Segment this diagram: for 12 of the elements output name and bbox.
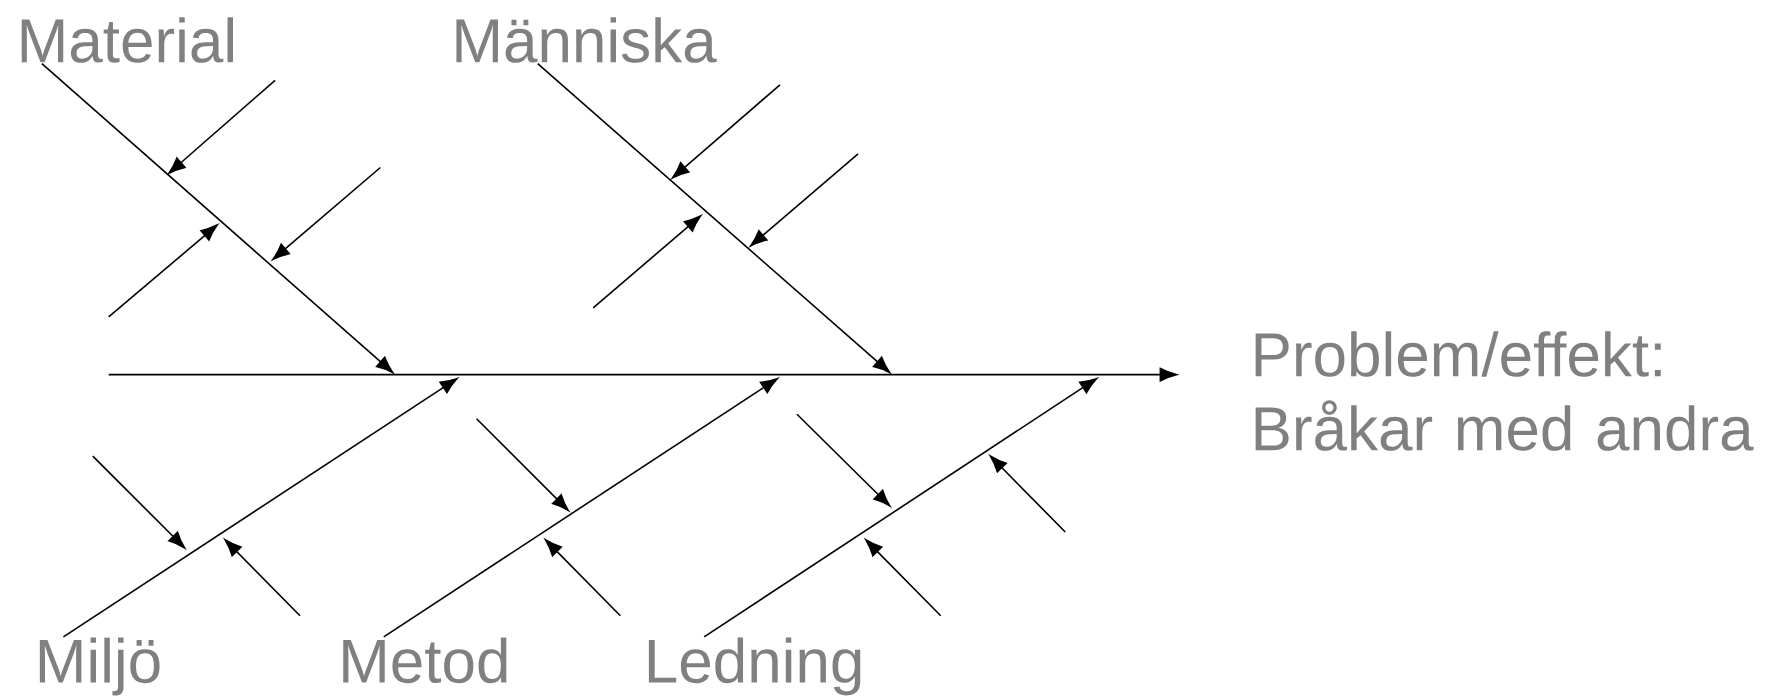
bone-arrow: [703, 377, 1098, 638]
category-label: Ledning: [648, 637, 861, 696]
bone-arrow: [41, 62, 394, 374]
category-label: Miljö: [39, 637, 160, 696]
category-label: Material: [21, 17, 233, 63]
category-label: Metod: [343, 637, 507, 683]
spine-arrow: [107, 367, 1178, 382]
bone-arrow: [536, 62, 891, 374]
bone-arrow: [62, 377, 458, 638]
category-label: Människa: [456, 17, 717, 63]
effect-label: Problem/effekt: Bråkar med andra: [1255, 331, 1754, 451]
bone-arrow: [382, 377, 778, 638]
